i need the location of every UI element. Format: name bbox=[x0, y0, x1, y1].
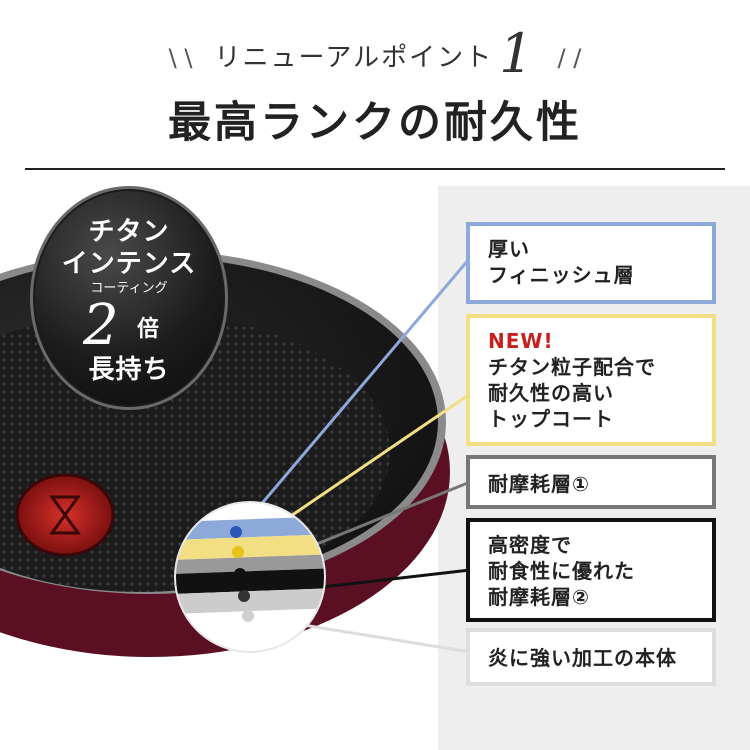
lens-outline bbox=[174, 501, 326, 653]
callout-text: 耐摩耗層① bbox=[488, 472, 590, 496]
layer-callout-body: 炎に強い加工の本体 bbox=[466, 628, 716, 686]
callout-text: 炎に強い加工の本体 bbox=[488, 646, 677, 670]
new-label: NEW! bbox=[488, 329, 554, 353]
layer-dot-1 bbox=[230, 526, 242, 538]
badge-multiplier: 2 bbox=[83, 293, 119, 358]
callout-text: フィニッシュ層 bbox=[488, 263, 635, 287]
page-title: 最高ランクの耐久性 bbox=[168, 98, 582, 148]
callout-text: 耐久性の高い bbox=[488, 381, 614, 405]
layer-cross-section bbox=[175, 502, 325, 652]
layer-callout-wear1: 耐摩耗層① bbox=[466, 455, 716, 509]
callout-text: 耐摩耗層② bbox=[488, 585, 590, 609]
layer-dot-3 bbox=[234, 568, 246, 580]
connector-line-1 bbox=[234, 257, 472, 535]
callout-text: トップコート bbox=[488, 407, 614, 431]
badge-line-3: コーティング bbox=[90, 281, 168, 296]
layer-callout-wear2: 高密度で 耐食性に優れた 耐摩耗層② bbox=[466, 518, 716, 622]
callout-text: 耐食性に優れた bbox=[488, 559, 635, 583]
subtitle-text: リニューアルポイント bbox=[214, 43, 494, 73]
point-number: 1 bbox=[499, 22, 536, 85]
layer-dot-5 bbox=[242, 610, 254, 622]
layer-dot-4 bbox=[238, 590, 250, 602]
layer-callout-topcoat: NEW! チタン粒子配合で 耐久性の高い トップコート bbox=[466, 314, 716, 446]
callout-text: 厚い bbox=[488, 237, 530, 261]
header-divider bbox=[25, 168, 725, 170]
badge-line-1: チタン bbox=[88, 217, 170, 247]
thermo-spot-hourglass bbox=[49, 495, 81, 535]
layer-dot-2 bbox=[232, 546, 244, 558]
callout-text: 高密度で bbox=[488, 533, 572, 557]
right-slash-decoration: / / bbox=[557, 44, 582, 72]
callout-text: チタン粒子配合で bbox=[488, 355, 656, 379]
badge-line-2: インテンス bbox=[61, 249, 197, 279]
left-slash-decoration: \ \ bbox=[168, 44, 193, 72]
badge-line-4: 長持ち bbox=[88, 355, 170, 385]
badge-unit: 倍 bbox=[137, 317, 160, 342]
layer-callout-finish: 厚い フィニッシュ層 bbox=[466, 222, 716, 304]
coating-badge: チタン インテンス コーティング 2 倍 長持ち bbox=[30, 186, 228, 410]
